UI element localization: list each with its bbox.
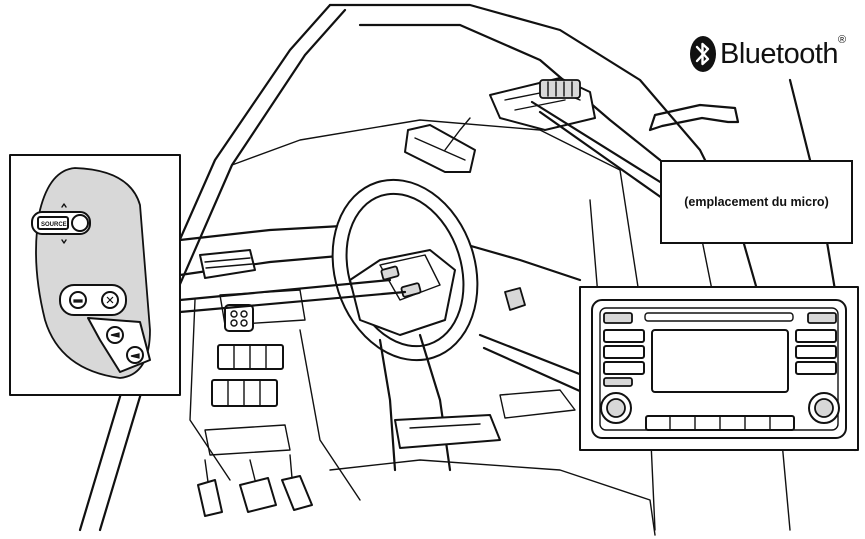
dashboard bbox=[178, 223, 582, 501]
steering-switch-inset: SOURCE bbox=[9, 154, 181, 396]
mic-location-callout: (emplacement du micro) bbox=[660, 160, 853, 244]
rearview-mirror bbox=[404, 117, 476, 173]
microphone-housing bbox=[489, 77, 596, 131]
display-screen bbox=[651, 329, 789, 393]
leader-lines bbox=[178, 100, 667, 394]
center-console bbox=[329, 389, 656, 536]
bluetooth-icon bbox=[690, 36, 716, 72]
steering-wheel bbox=[331, 178, 479, 472]
audio-unit-inset bbox=[579, 286, 859, 451]
bluetooth-wordmark: Bluetooth® bbox=[720, 33, 846, 70]
source-button-label: SOURCE bbox=[41, 222, 67, 228]
bluetooth-logo: Bluetooth® bbox=[688, 34, 846, 74]
pedals bbox=[197, 454, 313, 517]
car-body-outline bbox=[78, 3, 857, 532]
mic-location-label: (emplacement du micro) bbox=[684, 195, 829, 209]
grab-handle bbox=[648, 103, 740, 132]
